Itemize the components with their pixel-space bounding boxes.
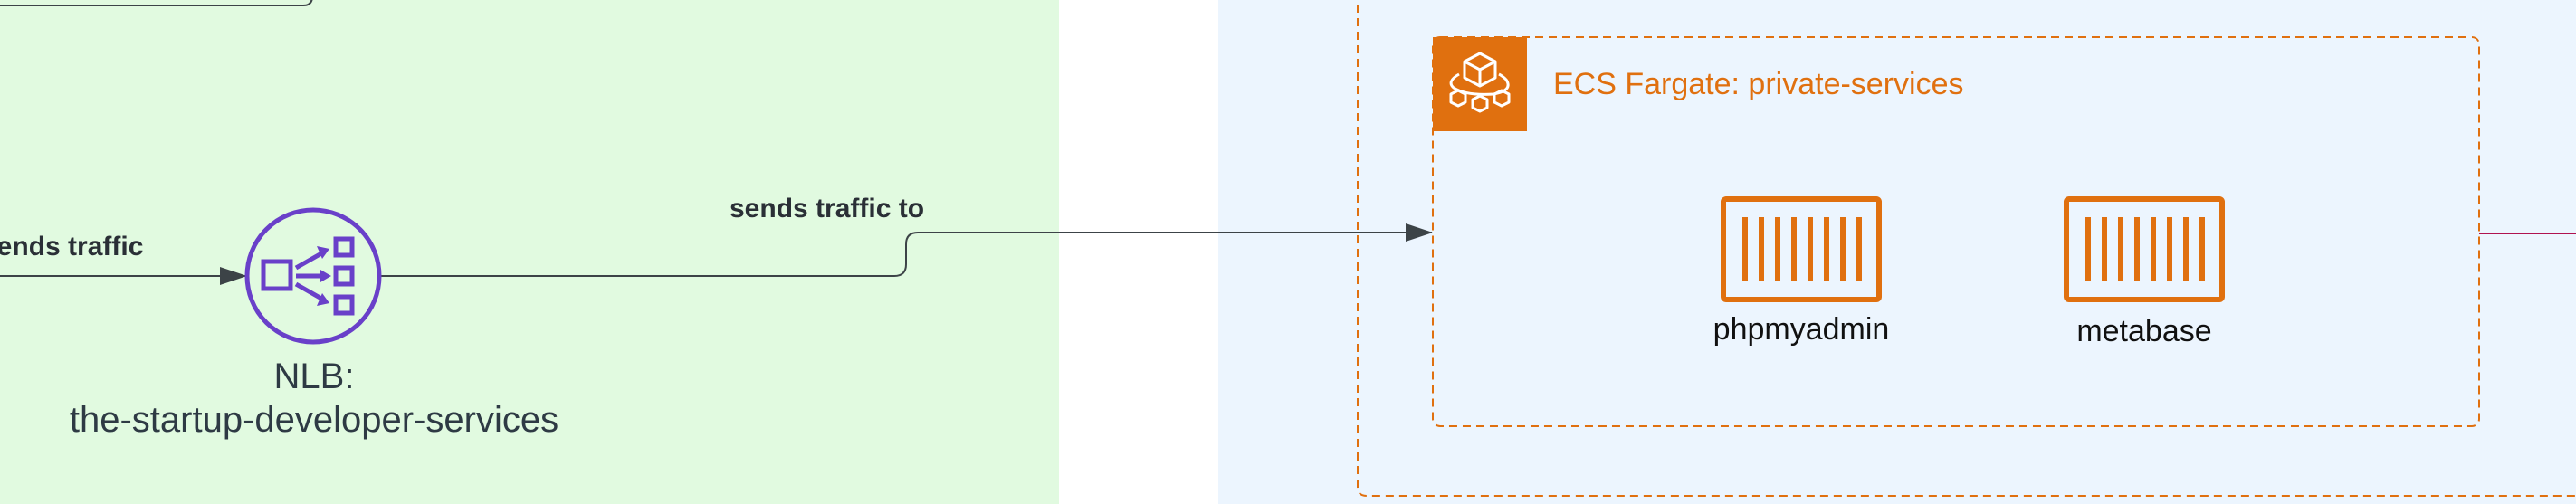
green-zone (0, 0, 1059, 504)
nlb-label-line1: NLB: (273, 357, 355, 396)
nlb-label: NLB: the-startup-developer-services (43, 355, 586, 442)
container-icon (1721, 196, 1882, 302)
ecs-group-title: ECS Fargate: private-services (1553, 67, 1964, 101)
container-icon (2064, 196, 2225, 302)
outer-dashed-container (1357, 0, 2576, 497)
network-load-balancer-icon (244, 207, 382, 345)
incoming-edge-label: sends traffic (0, 232, 144, 262)
outgoing-edge-arrow (380, 223, 1433, 277)
outgoing-edge-label: sends traffic to (730, 194, 925, 223)
service-label-metabase: metabase (2076, 314, 2212, 348)
ecs-fargate-icon (1433, 37, 1527, 131)
ecs-group-border (1432, 36, 2480, 427)
top-left-box-edge (0, 0, 313, 6)
service-label-phpmyadmin: phpmyadmin (1713, 312, 1890, 347)
nlb-label-line2: the-startup-developer-services (69, 400, 559, 440)
